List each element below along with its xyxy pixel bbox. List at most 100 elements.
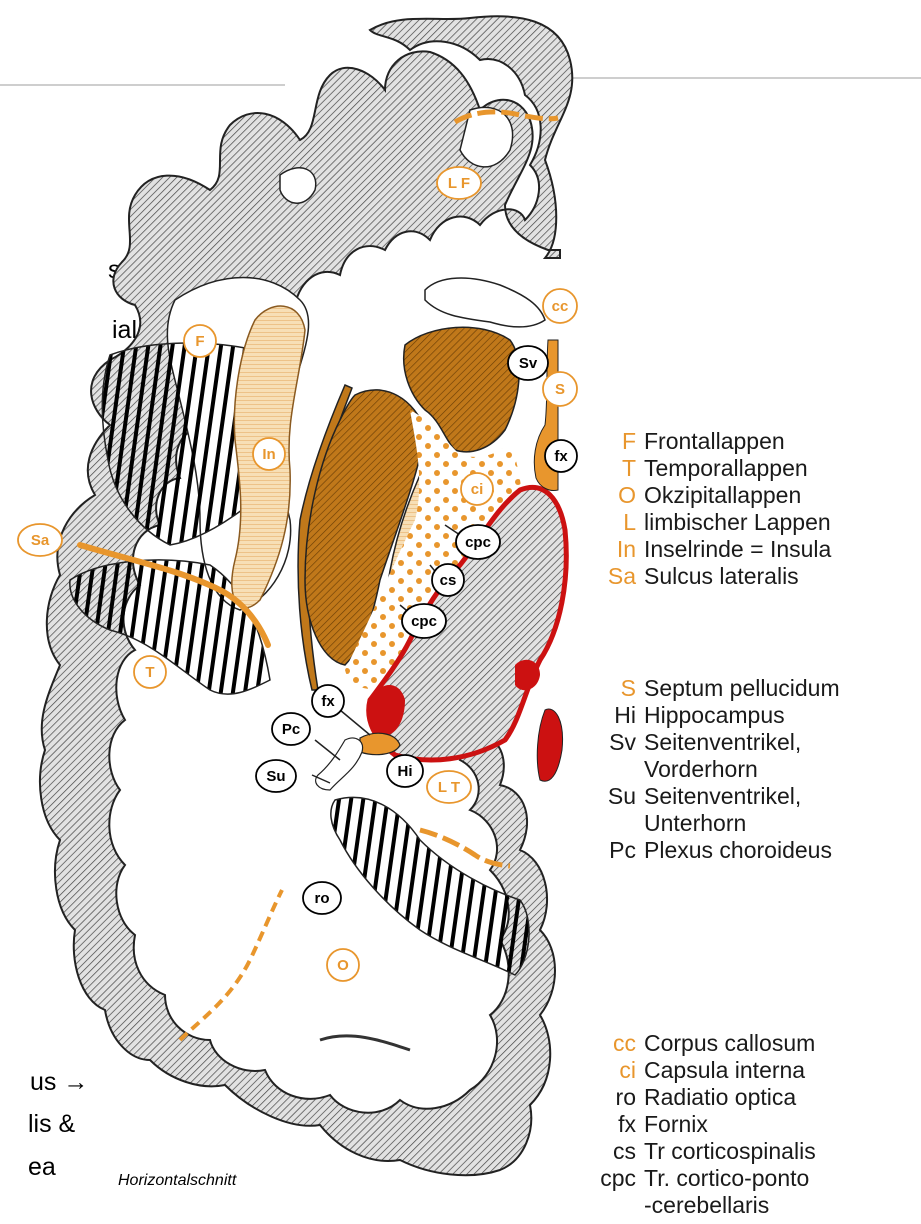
legend-abbr: T — [582, 455, 644, 482]
label-Hi: Hi — [387, 755, 423, 787]
svg-text:In: In — [262, 446, 275, 463]
legend-abbr: cc — [582, 1030, 644, 1057]
label-cc: cc — [543, 289, 577, 323]
left-fragment-4: lis & — [28, 1110, 76, 1138]
label-cpc-lower: cpc — [402, 604, 446, 638]
legend-abbr: In — [582, 536, 644, 563]
label-cs: cs — [432, 564, 464, 596]
legend-text: Vorderhorn — [582, 756, 758, 783]
label-Pc: Pc — [272, 713, 310, 745]
calcarine-line — [320, 1036, 410, 1050]
legend-text: limbischer Lappen — [644, 509, 831, 536]
thalamus-red-nucleus-right — [515, 660, 540, 690]
legend-row-cont: Vorderhorn — [582, 756, 840, 783]
svg-text:cs: cs — [440, 572, 457, 589]
label-T: T — [134, 656, 166, 688]
legend-abbr: ci — [582, 1057, 644, 1084]
label-ci: ci — [461, 473, 493, 505]
legend-abbr: cs — [582, 1138, 644, 1165]
label-LF: L F — [437, 167, 481, 199]
label-ro: ro — [303, 882, 341, 914]
label-Su: Su — [256, 760, 296, 792]
legend-row: roRadiatio optica — [582, 1084, 816, 1111]
label-Sv: Sv — [508, 346, 548, 380]
svg-text:T: T — [145, 664, 154, 681]
lateral-ventricle-anterior — [425, 278, 545, 327]
legend-abbr: F — [582, 428, 644, 455]
svg-text:F: F — [195, 333, 204, 350]
legend-abbr: L — [582, 509, 644, 536]
label-F: F — [184, 325, 216, 357]
legend-text: Tr corticospinalis — [644, 1138, 816, 1165]
legend-abbr: Sa — [582, 563, 644, 590]
legend-text: Temporallappen — [644, 455, 808, 482]
label-fx-top: fx — [545, 440, 577, 472]
legend-text: Radiatio optica — [644, 1084, 796, 1111]
legend-abbr: Su — [582, 783, 644, 810]
legend-text: Corpus callosum — [644, 1030, 815, 1057]
occipital-line — [180, 890, 282, 1040]
legend-row: ciCapsula interna — [582, 1057, 816, 1084]
legend-text: Frontallappen — [644, 428, 785, 455]
svg-text:L F: L F — [448, 175, 470, 192]
legend-text: Sulcus lateralis — [644, 563, 799, 590]
label-fx-lower: fx — [312, 685, 344, 717]
label-LT: L T — [427, 771, 471, 803]
svg-text:Sa: Sa — [31, 532, 50, 549]
legend-abbr: cpc — [582, 1165, 644, 1192]
left-fragment-3: us → — [30, 1068, 88, 1096]
legend-text: Inselrinde = Insula — [644, 536, 831, 563]
legend-text: -cerebellaris — [582, 1192, 769, 1219]
legend-abbr: S — [582, 675, 644, 702]
svg-text:Sv: Sv — [519, 355, 538, 372]
svg-text:cc: cc — [552, 298, 569, 315]
svg-text:fx: fx — [554, 448, 568, 465]
legend-row: Llimbischer Lappen — [582, 509, 831, 536]
legend-abbr: fx — [582, 1111, 644, 1138]
legend-text: Okzipitallappen — [644, 482, 801, 509]
svg-text:ro: ro — [315, 890, 330, 907]
svg-text:O: O — [337, 957, 349, 974]
left-fragment-5: ea — [28, 1153, 56, 1181]
svg-text:fx: fx — [321, 693, 335, 710]
label-In: In — [253, 438, 285, 470]
svg-text:ci: ci — [471, 481, 484, 498]
legend-abbr: Sv — [582, 729, 644, 756]
legend-text: Tr. cortico-ponto — [644, 1165, 809, 1192]
svg-text:S: S — [555, 381, 565, 398]
legend-text: Capsula interna — [644, 1057, 805, 1084]
label-Sa: Sa — [18, 524, 62, 556]
pulvinar-red — [537, 709, 562, 781]
legend-row: SvSeitenventrikel, — [582, 729, 840, 756]
label-cpc-upper: cpc — [456, 525, 500, 559]
legend-abbr: ro — [582, 1084, 644, 1111]
legend-abbr: Hi — [582, 702, 644, 729]
legend-text: Seitenventrikel, — [644, 783, 801, 810]
legend-text: Hippocampus — [644, 702, 785, 729]
legend-row: csTr corticospinalis — [582, 1138, 816, 1165]
label-O: O — [327, 949, 359, 981]
svg-text:Su: Su — [266, 768, 285, 785]
legend-abbr: Pc — [582, 837, 644, 864]
legend-text: Fornix — [644, 1111, 708, 1138]
svg-text:cpc: cpc — [465, 534, 491, 551]
label-S: S — [543, 372, 577, 406]
legend-abbr: O — [582, 482, 644, 509]
legend-row: HiHippocampus — [582, 702, 840, 729]
legend-row-cont: Unterhorn — [582, 810, 840, 837]
svg-text:Pc: Pc — [282, 721, 300, 738]
legend-text: Seitenventrikel, — [644, 729, 801, 756]
